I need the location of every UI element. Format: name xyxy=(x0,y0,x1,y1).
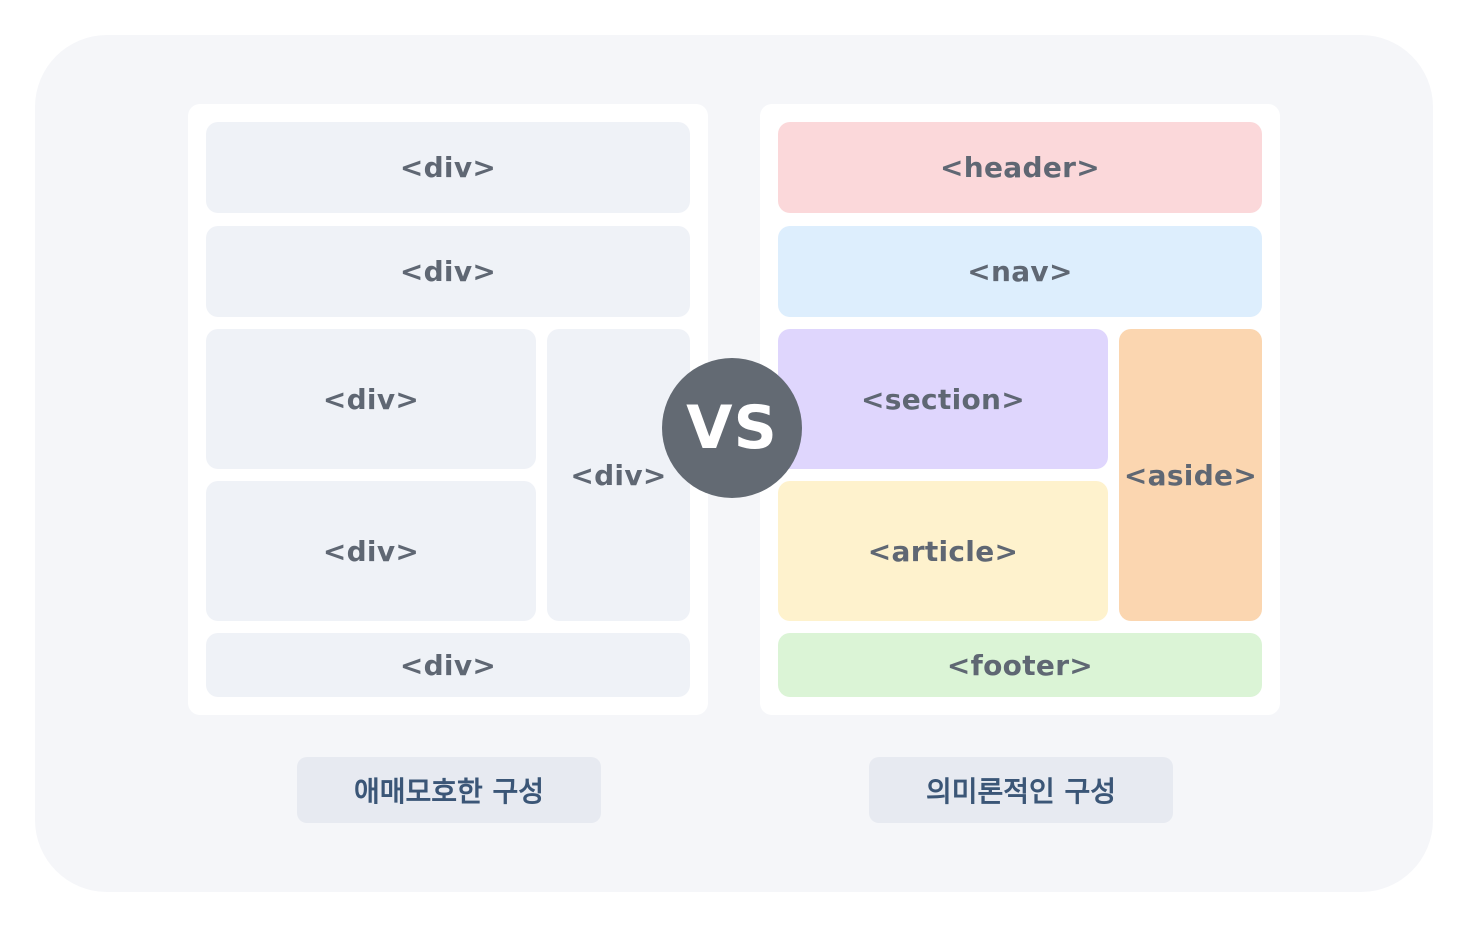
div-block-side: <div> xyxy=(547,329,690,621)
div-block-top: <div> xyxy=(206,122,690,213)
aside-block: <aside> xyxy=(1119,329,1262,621)
footer-block: <footer> xyxy=(778,633,1262,697)
div-block-bottom: <div> xyxy=(206,633,690,697)
section-block: <section> xyxy=(778,329,1108,469)
ambiguous-layout-panel: <div> <div> <div> <div> <div> <div> xyxy=(188,104,708,715)
header-block: <header> xyxy=(778,122,1262,213)
semantic-layout-panel: <header> <nav> <section> <article> <asid… xyxy=(760,104,1280,715)
article-block: <article> xyxy=(778,481,1108,621)
div-block-middle-upper: <div> xyxy=(206,329,536,469)
div-block-second: <div> xyxy=(206,226,690,317)
ambiguous-layout-caption: 애매모호한 구성 xyxy=(297,757,601,823)
div-block-middle-lower: <div> xyxy=(206,481,536,621)
vs-badge: VS xyxy=(662,358,802,498)
nav-block: <nav> xyxy=(778,226,1262,317)
semantic-layout-caption: 의미론적인 구성 xyxy=(869,757,1173,823)
